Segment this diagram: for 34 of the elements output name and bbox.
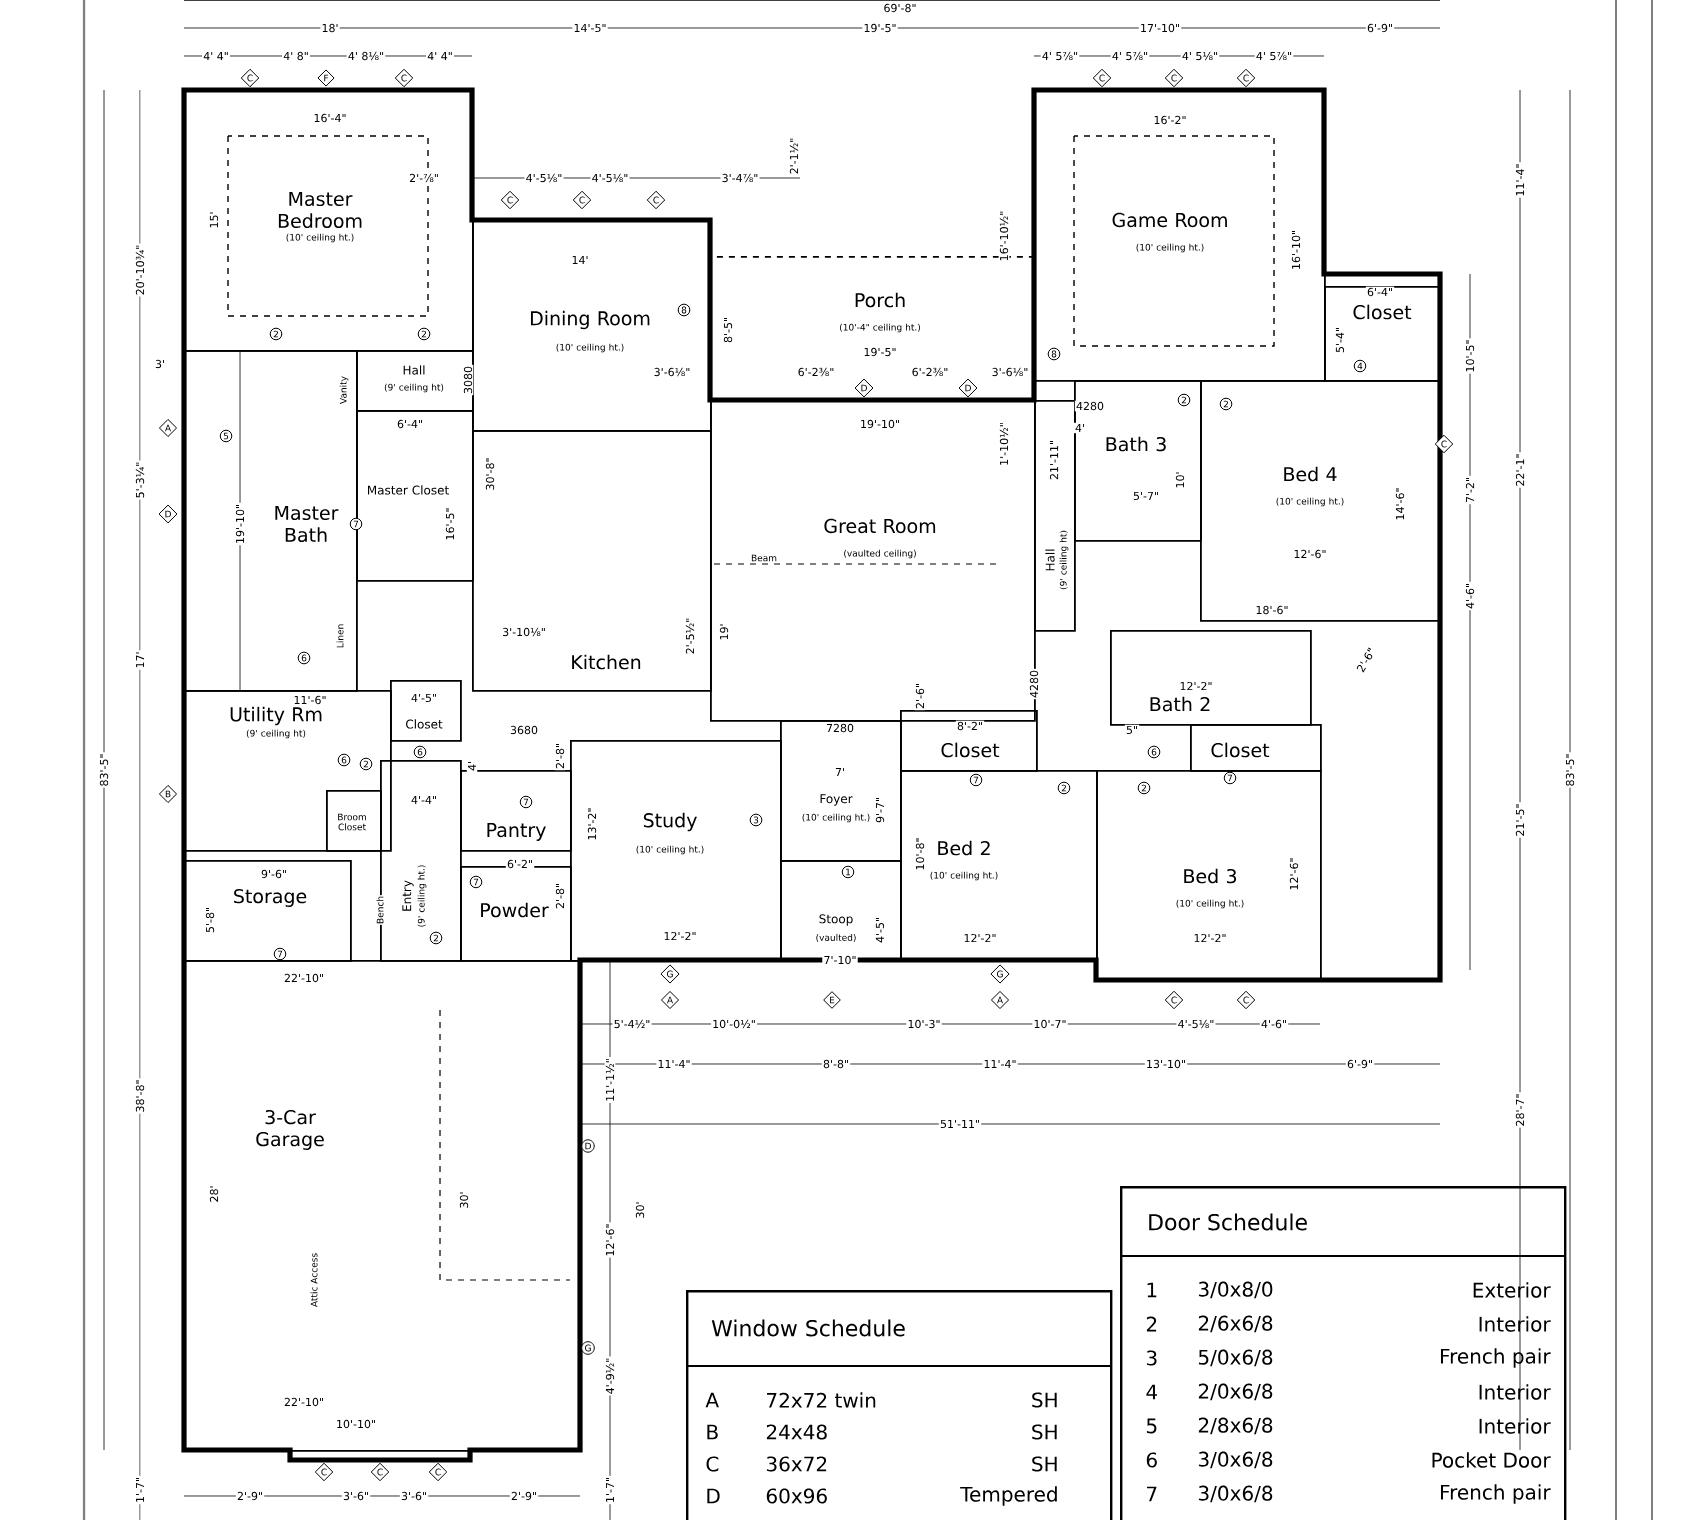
- table-cell: Pocket Door: [1432, 1452, 1551, 1468]
- table-cell: B: [707, 1424, 718, 1440]
- table-cell: 4: [1146, 1384, 1157, 1400]
- table-cell: Interior: [1479, 1316, 1551, 1332]
- table-cell: 36x72: [766, 1456, 827, 1472]
- table-cell: D: [707, 1488, 720, 1504]
- table-cell: 5: [1146, 1418, 1157, 1434]
- table-cell: SH: [1032, 1392, 1057, 1408]
- table-cell: 3/0x8/0: [1198, 1281, 1273, 1299]
- table-cell: 2/0x6/8: [1198, 1383, 1273, 1401]
- table-cell: A: [705, 1392, 719, 1408]
- table-cell: 6: [1146, 1452, 1157, 1468]
- table-cell: French pair: [1441, 1348, 1551, 1368]
- table-cell: 3/0x6/8: [1198, 1485, 1273, 1503]
- table-cell: 72x72 twin: [767, 1392, 876, 1408]
- table-cell: 2/6x6/8: [1198, 1315, 1273, 1333]
- table-cell: SH: [1032, 1456, 1057, 1472]
- table-cell: 1: [1147, 1282, 1157, 1298]
- table-cell: C: [706, 1456, 719, 1472]
- table-cell: SH: [1032, 1424, 1057, 1440]
- table-cell: Interior: [1479, 1384, 1551, 1400]
- table-cell: 3/0x6/8: [1198, 1451, 1273, 1469]
- table-cell: 7: [1147, 1486, 1157, 1502]
- table-cell: Exterior: [1473, 1282, 1551, 1298]
- table-cell: 5/0x6/8: [1198, 1349, 1273, 1367]
- table-cell: French pair: [1441, 1484, 1551, 1504]
- table-cell: 2: [1146, 1316, 1157, 1332]
- table-cell: Interior: [1479, 1418, 1551, 1434]
- table-cell: 24x48: [766, 1424, 827, 1440]
- table-cell: 2/8x6/8: [1198, 1417, 1273, 1435]
- table-cell: Tempered: [960, 1486, 1057, 1506]
- table-cell: 3: [1146, 1350, 1157, 1366]
- table-cell: 60x96: [766, 1488, 827, 1504]
- room: Closet: [1190, 724, 1322, 772]
